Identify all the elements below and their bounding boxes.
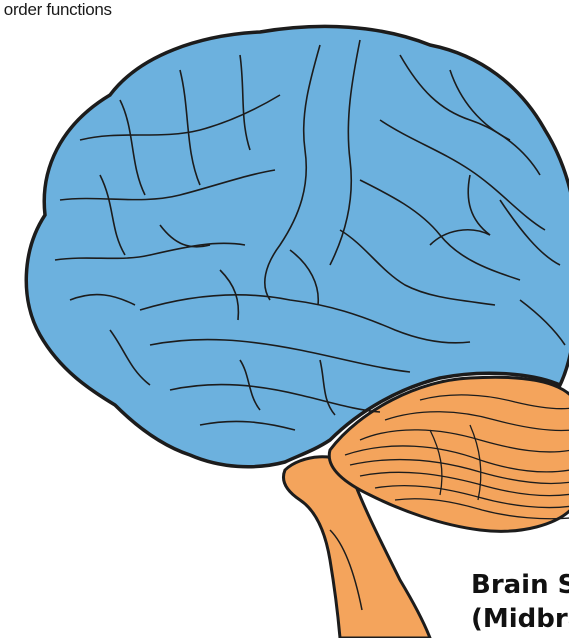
top-caption: r order functions (0, 0, 112, 20)
brainstem-label: Brain St (Midbra (471, 568, 569, 636)
brainstem-label-line1: Brain St (471, 568, 569, 602)
brainstem-label-line2: (Midbra (471, 602, 569, 636)
